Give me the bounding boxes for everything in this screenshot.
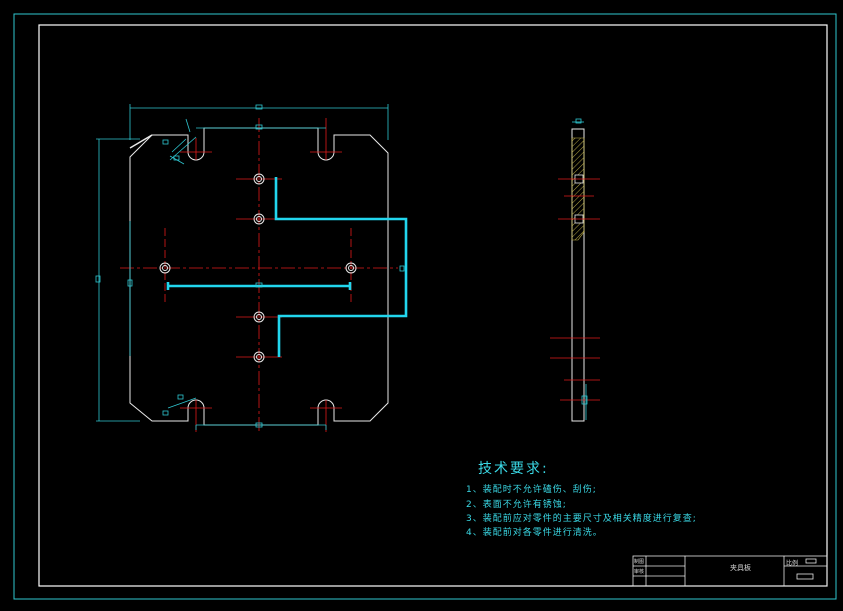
mounting-hole bbox=[345, 262, 357, 274]
section-hatch bbox=[571, 137, 585, 241]
mounting-hole bbox=[253, 213, 265, 225]
mounting-hole bbox=[253, 311, 265, 323]
mounting-hole-inner bbox=[256, 314, 262, 320]
technical-requirement-item: 4、装配前对各零件进行清洗。 bbox=[466, 528, 603, 538]
plate-outline bbox=[129, 127, 389, 426]
mounting-hole-inner bbox=[348, 265, 354, 271]
mounting-hole bbox=[159, 262, 171, 274]
drawing-border bbox=[38, 24, 828, 587]
title-block bbox=[632, 555, 828, 587]
mounting-hole-inner bbox=[256, 176, 262, 182]
title-block-label: 审核 bbox=[634, 569, 645, 575]
outer-frame bbox=[13, 13, 837, 600]
part-name: 夹具板 bbox=[730, 564, 751, 572]
technical-requirements-title: 技术要求: bbox=[478, 461, 549, 477]
side-centerlines bbox=[550, 178, 600, 401]
side-view bbox=[550, 118, 600, 422]
technical-requirement-item: 2、表面不允许有锈蚀; bbox=[466, 500, 567, 510]
front-view bbox=[95, 104, 408, 432]
mounting-hole bbox=[253, 351, 265, 363]
mounting-hole bbox=[253, 173, 265, 185]
side-dimensions bbox=[572, 118, 588, 420]
mounting-hole-inner bbox=[256, 216, 262, 222]
title-block-label: 制图 bbox=[634, 559, 645, 565]
groove-path bbox=[166, 177, 408, 357]
mounting-hole-inner bbox=[162, 265, 168, 271]
dimension-lines bbox=[95, 104, 405, 430]
technical-requirement-item: 1、装配时不允许磕伤、刮伤; bbox=[466, 485, 597, 495]
technical-requirement-item: 3、装配前应对零件的主要尺寸及相关精度进行复查; bbox=[466, 514, 697, 524]
scale-label: 比例 bbox=[786, 560, 799, 567]
mounting-hole-inner bbox=[256, 354, 262, 360]
side-profile bbox=[571, 128, 585, 422]
chamfer-line bbox=[129, 134, 153, 149]
